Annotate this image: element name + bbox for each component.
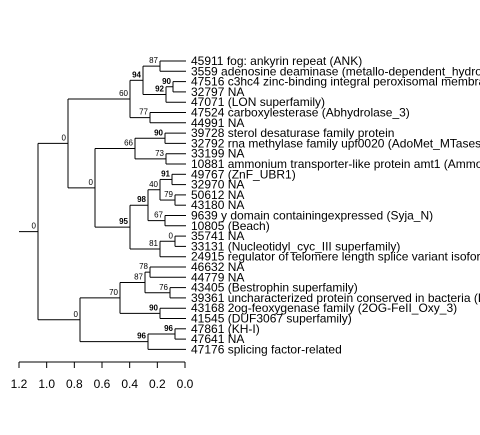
leaf-label: 47861 (KH-I): [191, 322, 260, 336]
bootstrap-label: 96: [137, 332, 146, 341]
leaf-label: 49767 (ZnF_UBR1): [191, 167, 296, 181]
bootstrap-label: 66: [124, 139, 133, 148]
leaf-label: 47516 c3hc4 zinc-binding integral peroxi…: [191, 75, 480, 89]
bootstrap-label: 91: [161, 169, 170, 178]
leaf-label: 47071 (LON superfamily): [191, 95, 325, 109]
bootstrap-label: 90: [162, 77, 171, 86]
leaf-label: 24915 regulator of telomere length splic…: [191, 250, 480, 264]
leaf-label: 10805 (Beach): [191, 219, 270, 233]
axis-tick-label: 0.0: [177, 377, 194, 391]
bootstrap-label: 78: [139, 262, 148, 271]
leaf-label: 44779 NA: [191, 270, 244, 284]
bootstrap-label: 40: [149, 180, 158, 189]
leaf-label: 39361 uncharacterized protein conserved …: [191, 291, 480, 305]
leaf-label: 47176 splicing factor-related: [191, 342, 342, 356]
bootstrap-label: 76: [159, 283, 168, 292]
leaf-label: 33199 NA: [191, 147, 244, 161]
bootstrap-label: 73: [155, 149, 164, 158]
bootstrap-label: 81: [149, 239, 158, 248]
leaf-label: 41545 (DUF3067 superfamily): [191, 312, 352, 326]
bootstrap-label: 87: [149, 56, 158, 65]
axis-tick-label: 1.0: [38, 377, 55, 391]
leaf-label: 44991 NA: [191, 116, 244, 130]
leaf-label: 43405 (Bestrophin superfamily): [191, 281, 358, 295]
leaf-label: 47524 carboxylesterase (Abhydrolase_3): [191, 106, 410, 120]
bootstrap-label: 79: [164, 190, 173, 199]
axis-tick-label: 0.2: [149, 377, 166, 391]
bootstrap-label: 98: [137, 195, 146, 204]
bootstrap-label: 90: [149, 303, 158, 312]
bootstrap-label: 0: [74, 310, 79, 319]
axis-tick-label: 0.4: [121, 377, 138, 391]
bootstrap-label: 0: [89, 178, 94, 187]
bootstrap-labels: 8790929477609073669179406798081950078768…: [32, 56, 174, 341]
leaf-label: 3559 adenosine deaminase (metallo-depend…: [191, 64, 480, 78]
leaf-label: 39728 sterol desaturase family protein: [191, 126, 394, 140]
scale-axis: 1.2 1.0 0.8 0.6 0.4 0.2 0.0: [11, 361, 194, 391]
leaf-label: 35741 NA: [191, 229, 244, 243]
axis-tick-label: 1.2: [11, 377, 28, 391]
bootstrap-label: 92: [155, 84, 164, 93]
bootstrap-label: 60: [119, 89, 128, 98]
leaf-label: 43168 2og-feoxygenase family (2OG-FeII_O…: [191, 301, 457, 315]
leaf-label: 43180 NA: [191, 198, 244, 212]
bootstrap-label: 94: [132, 70, 141, 79]
bootstrap-label: 87: [134, 272, 143, 281]
bootstrap-label: 77: [139, 108, 148, 117]
leaf-label: 32797 NA: [191, 85, 244, 99]
leaf-label: 45911 fog: ankyrin repeat (ANK): [191, 54, 362, 68]
bootstrap-label: 0: [169, 231, 174, 240]
bootstrap-label: 95: [119, 217, 128, 226]
bootstrap-label: 67: [154, 211, 163, 220]
leaf-label: 32970 NA: [191, 178, 244, 192]
bootstrap-label: 90: [154, 128, 163, 137]
leaf-label: 9639 y domain containingexpressed (Syja_…: [191, 209, 433, 223]
leaf-label: 33131 (Nucleotidyl_cyc_III superfamily): [191, 239, 400, 253]
bootstrap-label: 70: [109, 288, 118, 297]
leaf-label: 10881 ammonium transporter-like protein …: [191, 157, 480, 171]
leaf-label: 32792 rna methylase family upf0020 (AdoM…: [191, 136, 480, 150]
bootstrap-label: 0: [62, 133, 67, 142]
bootstrap-label: 0: [32, 222, 37, 231]
leaf-label: 50612 NA: [191, 188, 244, 202]
leaf-label: 47641 NA: [191, 332, 244, 346]
axis-tick-label: 0.8: [66, 377, 83, 391]
bootstrap-label: 96: [164, 324, 173, 333]
leaf-labels: 45911 fog: ankyrin repeat (ANK)3559 aden…: [191, 54, 480, 356]
axis-tick-label: 0.6: [94, 377, 111, 391]
tree-branches: [19, 60, 186, 350]
leaf-label: 46632 NA: [191, 260, 244, 274]
